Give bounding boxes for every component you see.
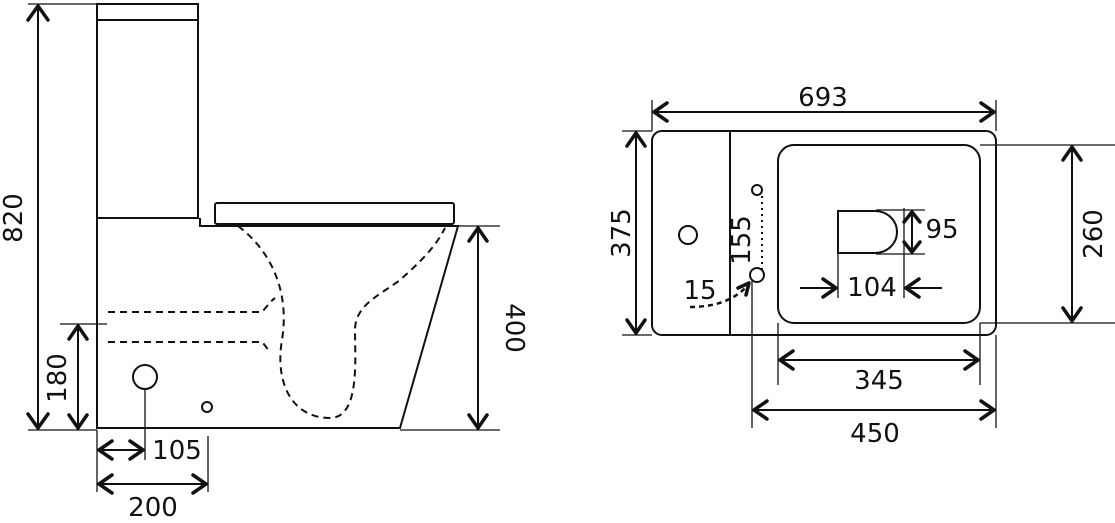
arrowhead: [625, 318, 647, 335]
trap-dashed-line: [237, 225, 446, 420]
dim-105-label: 105: [152, 436, 202, 466]
arrowhead: [902, 240, 922, 254]
arrowhead: [467, 413, 489, 430]
arrowhead: [652, 101, 669, 123]
arrowhead: [67, 324, 89, 341]
arrowhead: [778, 349, 795, 371]
dim-260-label: 260: [1079, 209, 1109, 259]
outlet-shape: [837, 210, 898, 254]
arrowhead: [128, 439, 145, 461]
arrowhead: [97, 439, 114, 461]
plan-view: 693 375 260 155 15 95 104 345: [607, 83, 1115, 449]
seat-lid: [214, 202, 455, 225]
arrowhead: [467, 226, 489, 243]
arrowhead: [625, 131, 647, 148]
arrowhead: [26, 412, 50, 430]
arrowhead: [736, 281, 751, 297]
dim-820-label: 820: [0, 193, 29, 243]
arrowhead: [902, 210, 922, 224]
arrowhead: [1061, 145, 1083, 162]
tap-hole: [678, 225, 698, 245]
arrowhead: [191, 473, 208, 495]
dim-104-label: 104: [847, 273, 897, 303]
small-hole-bottom: [749, 267, 765, 283]
dim-693-label: 693: [798, 83, 848, 113]
arrowhead: [752, 399, 769, 421]
small-hole-top: [751, 184, 763, 196]
arrowhead: [904, 277, 921, 299]
arrowhead: [979, 101, 996, 123]
arrowhead: [67, 413, 89, 430]
plan-outline: [651, 130, 997, 336]
arrowhead: [821, 277, 838, 299]
outlet-circle: [132, 364, 158, 390]
arrowhead: [979, 399, 996, 421]
dim-375-label: 375: [607, 208, 637, 258]
side-view: 820 180 400 105 200: [0, 3, 529, 523]
flush-channel-top: [108, 297, 276, 313]
arrowhead: [1061, 306, 1083, 323]
dim-450-label: 450: [850, 419, 900, 449]
leader-15: [689, 284, 749, 309]
dim-345-label: 345: [854, 366, 904, 396]
bowl-outline: [777, 144, 981, 324]
arrowhead: [26, 4, 50, 22]
arrowhead: [963, 349, 980, 371]
dim-95-label: 95: [925, 215, 958, 245]
fixing-hole: [201, 401, 213, 413]
arrowhead: [97, 473, 114, 495]
flush-channel-bottom: [108, 341, 271, 353]
dim-180-label: 180: [43, 353, 73, 403]
cistern-outline: [96, 3, 199, 219]
dim-200-label: 200: [128, 493, 178, 518]
toilet-body-outline: [96, 218, 460, 429]
dim-15-label: 15: [683, 276, 716, 306]
dim-400-label: 400: [499, 303, 529, 353]
dim-155-label: 155: [727, 215, 757, 265]
